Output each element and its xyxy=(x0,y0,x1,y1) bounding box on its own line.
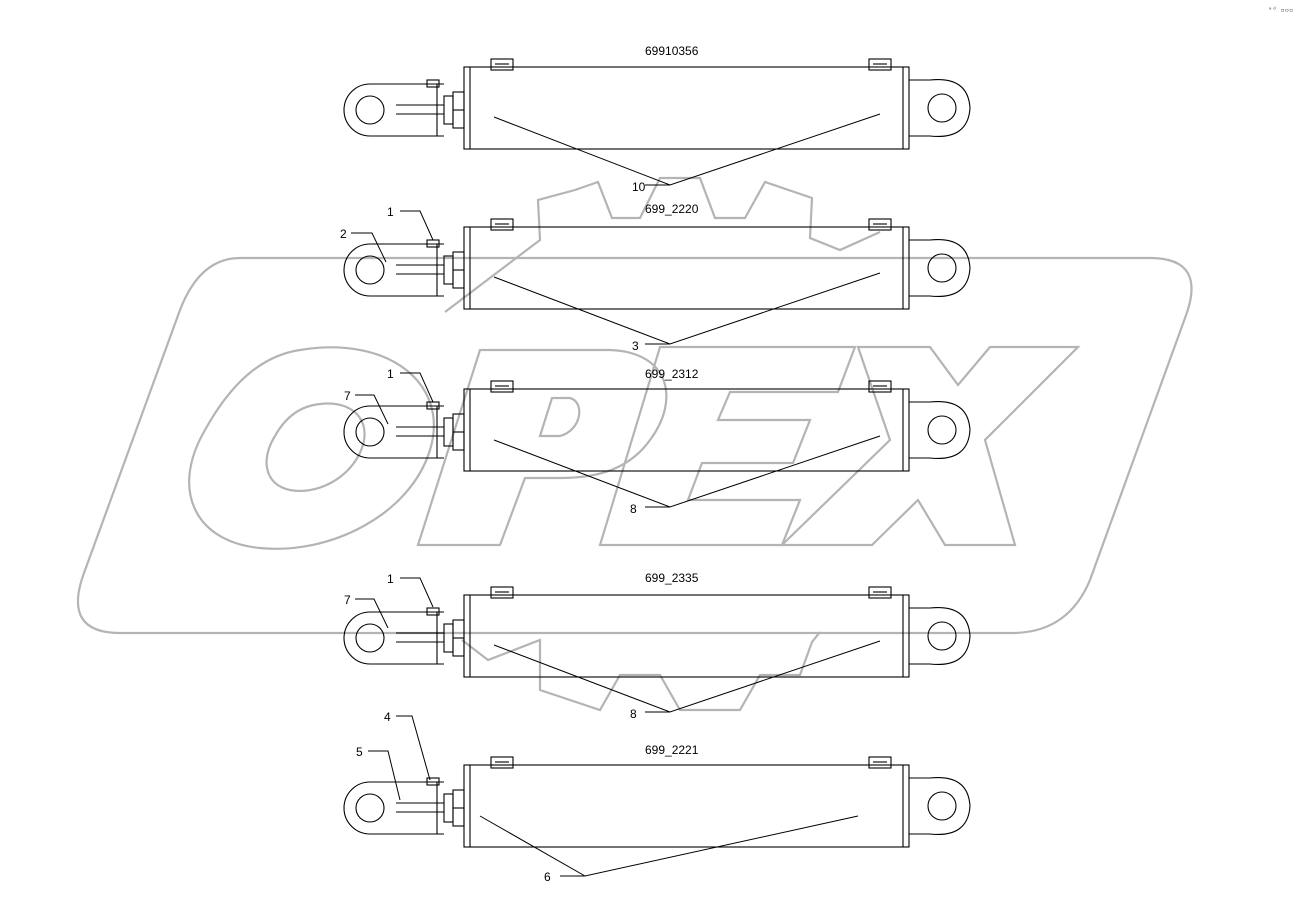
watermark-letter-e xyxy=(598,345,857,547)
watermark-letter-o-inner xyxy=(265,402,366,493)
callout-label: 8 xyxy=(630,502,637,516)
leader-line xyxy=(400,372,434,403)
part-number: 699_2335 xyxy=(645,571,699,585)
callout-label: 2 xyxy=(340,227,347,241)
leader-line xyxy=(355,598,389,629)
leader-line xyxy=(396,715,431,781)
leader-line xyxy=(355,394,389,425)
callout-label: 7 xyxy=(344,593,351,607)
cylinder-5: 699_2221 4 5 6 xyxy=(343,710,971,884)
callout-label: 1 xyxy=(387,205,394,219)
leader-line xyxy=(479,815,859,877)
callout-label: 1 xyxy=(387,572,394,586)
watermark-gear-bottom xyxy=(461,631,821,712)
opex-watermark xyxy=(76,176,1193,712)
part-number: 69910356 xyxy=(645,44,699,58)
callout-label: 6 xyxy=(544,870,551,884)
callout-label: 4 xyxy=(384,710,391,724)
cylinder-2: 699_2220 1 2 3 xyxy=(340,202,971,353)
watermark-gear-top xyxy=(444,176,881,313)
part-number: 699_2220 xyxy=(645,202,699,216)
leader-line xyxy=(351,232,387,263)
part-number: 699_2312 xyxy=(645,367,699,381)
watermark-frame xyxy=(76,256,1193,635)
callout-label: 10 xyxy=(632,180,646,194)
callout-label: 3 xyxy=(632,339,639,353)
watermark-letter-o xyxy=(188,346,435,550)
part-number: 699_2221 xyxy=(645,743,699,757)
leader-line xyxy=(400,210,434,241)
watermark-letter-p xyxy=(416,348,668,547)
callout-label: 1 xyxy=(387,367,394,381)
callout-label: 8 xyxy=(630,707,637,721)
callout-label: 5 xyxy=(356,745,363,759)
corner-mark: ᵃᵈ ▫▫▫ xyxy=(1268,6,1293,14)
watermark-letter-p-inner xyxy=(538,396,581,438)
leader-line xyxy=(368,750,401,801)
watermark-letter-x xyxy=(779,345,1081,547)
leader-line xyxy=(400,577,434,608)
cylinder-1: 69910356 10 xyxy=(343,44,971,194)
cylinder-3: 699_2312 1 7 8 xyxy=(343,367,971,516)
cylinder-4: 699_2335 1 7 8 xyxy=(343,571,971,721)
callout-label: 7 xyxy=(344,389,351,403)
